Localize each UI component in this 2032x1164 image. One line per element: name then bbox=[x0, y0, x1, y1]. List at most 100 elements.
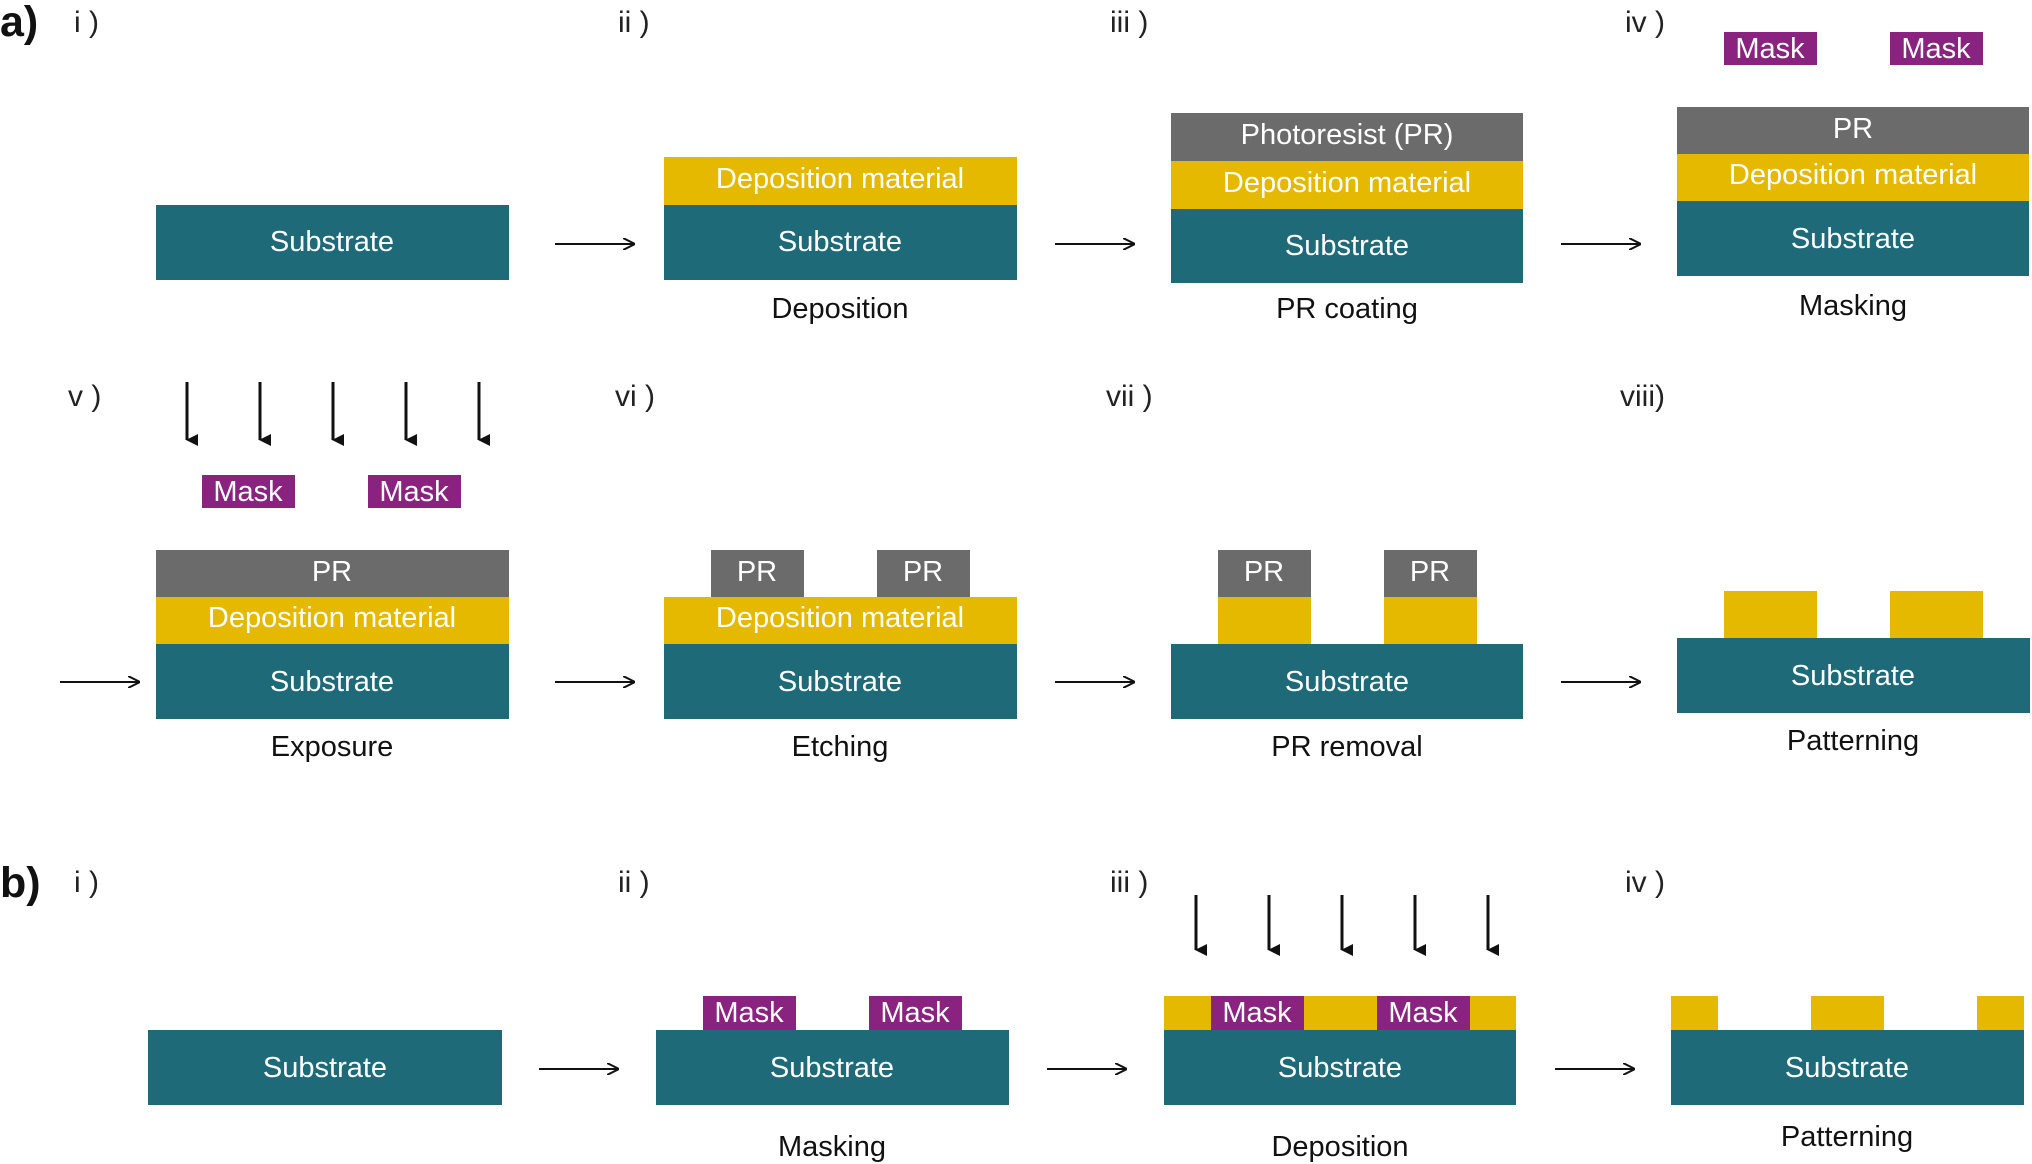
mask-label: Mask bbox=[379, 476, 449, 508]
substrate-layer bbox=[664, 205, 1017, 280]
panel-b-step-4: iv ) Substrate Patterning bbox=[1625, 866, 2024, 1153]
pr-label: PR bbox=[1833, 113, 1873, 145]
substrate-layer bbox=[1677, 638, 2030, 713]
deposition-layer bbox=[1677, 154, 2029, 201]
photoresist-label: Photoresist (PR) bbox=[1241, 119, 1454, 151]
panel-a-step-5: v ) Mask Mask PR Deposition material Sub… bbox=[68, 380, 509, 763]
deposition-block bbox=[1384, 597, 1477, 644]
substrate-label: Substrate bbox=[1285, 230, 1409, 262]
step-caption: Deposition bbox=[1271, 1131, 1408, 1163]
step-caption: Deposition bbox=[771, 293, 908, 325]
substrate-layer bbox=[1671, 1030, 2024, 1105]
deposition-label: Deposition material bbox=[716, 163, 964, 195]
mask-block bbox=[1211, 996, 1304, 1030]
substrate-label: Substrate bbox=[1785, 1052, 1909, 1084]
step-caption: Masking bbox=[1799, 290, 1907, 322]
substrate-label: Substrate bbox=[270, 226, 394, 258]
panel-a-step-6: vi ) PR PR Deposition material Substrate… bbox=[615, 380, 1017, 763]
panel-b-step-1: i ) Substrate bbox=[74, 866, 502, 1105]
substrate-label: Substrate bbox=[1285, 666, 1409, 698]
step-number: iv ) bbox=[1625, 6, 1665, 39]
substrate-layer bbox=[156, 644, 509, 719]
deposition-block bbox=[1811, 996, 1884, 1030]
panel-a-step-4: iv ) Mask Mask PR Deposition material Su… bbox=[1625, 6, 2029, 322]
mask-block bbox=[202, 475, 295, 508]
photoresist-block bbox=[877, 550, 970, 597]
step-caption: Patterning bbox=[1787, 725, 1919, 757]
mask-label: Mask bbox=[1222, 997, 1292, 1029]
substrate-label: Substrate bbox=[1791, 223, 1915, 255]
deposition-layer bbox=[1171, 161, 1523, 209]
mask-block bbox=[703, 996, 796, 1030]
panel-a-step-8: viii) Substrate Patterning bbox=[1620, 380, 2030, 757]
substrate-layer bbox=[156, 205, 509, 280]
mask-block bbox=[1724, 32, 1817, 65]
mask-block bbox=[1377, 996, 1470, 1030]
deposition-label: Deposition material bbox=[1223, 167, 1471, 199]
substrate-label: Substrate bbox=[270, 666, 394, 698]
panel-b-step-3: iii ) Mask Mask Substrate Deposition bbox=[1110, 866, 1516, 1163]
step-number: iii ) bbox=[1110, 6, 1148, 39]
photoresist-layer bbox=[1171, 113, 1523, 161]
step-number: vi ) bbox=[615, 380, 655, 413]
pr-label: PR bbox=[1244, 556, 1284, 588]
panel-b-step-2: ii ) Mask Mask Substrate Masking bbox=[618, 866, 1009, 1163]
deposition-label: Deposition material bbox=[208, 602, 456, 634]
step-number: ii ) bbox=[618, 866, 650, 899]
photoresist-block bbox=[711, 550, 804, 597]
step-caption: Exposure bbox=[271, 731, 394, 763]
deposition-block bbox=[1671, 996, 1718, 1030]
step-number: ii ) bbox=[618, 6, 650, 39]
step-number: i ) bbox=[74, 6, 99, 39]
deposition-layer bbox=[664, 597, 1017, 644]
deposition-layer bbox=[156, 597, 509, 644]
pr-label: PR bbox=[312, 556, 352, 588]
step-number: viii) bbox=[1620, 380, 1665, 413]
mask-label: Mask bbox=[714, 997, 784, 1029]
step-caption: Masking bbox=[778, 1131, 886, 1163]
deposition-block bbox=[1218, 597, 1311, 644]
photoresist-layer bbox=[156, 550, 509, 597]
deposition-block bbox=[1724, 591, 1817, 638]
step-caption: Etching bbox=[792, 731, 889, 763]
mask-label: Mask bbox=[880, 997, 950, 1029]
pr-label: PR bbox=[737, 556, 777, 588]
panel-label-a: a) bbox=[0, 0, 38, 46]
step-number: i ) bbox=[74, 866, 99, 899]
photoresist-layer bbox=[1677, 107, 2029, 154]
substrate-layer bbox=[1164, 1030, 1516, 1105]
panel-a-step-3: iii ) Photoresist (PR) Deposition materi… bbox=[1110, 6, 1523, 325]
step-caption: Patterning bbox=[1781, 1121, 1913, 1153]
substrate-label: Substrate bbox=[778, 226, 902, 258]
substrate-layer bbox=[656, 1030, 1009, 1105]
deposition-label: Deposition material bbox=[1729, 159, 1977, 191]
step-number: iv ) bbox=[1625, 866, 1665, 899]
panel-a-step-2: ii ) Deposition material Substrate Depos… bbox=[618, 6, 1017, 325]
deposition-layer bbox=[664, 157, 1017, 205]
substrate-layer bbox=[1677, 201, 2029, 276]
substrate-layer bbox=[664, 644, 1017, 719]
photoresist-block bbox=[1218, 550, 1311, 597]
deposition-block bbox=[1977, 996, 2024, 1030]
panel-label-b: b) bbox=[0, 859, 41, 907]
deposition-block bbox=[1890, 591, 1983, 638]
substrate-label: Substrate bbox=[1791, 660, 1915, 692]
substrate-label: Substrate bbox=[263, 1052, 387, 1084]
mask-block bbox=[1890, 32, 1983, 65]
substrate-layer bbox=[1171, 644, 1523, 719]
panel-a-step-1: i ) Substrate bbox=[74, 6, 509, 280]
step-caption: PR removal bbox=[1271, 731, 1423, 763]
mask-label: Mask bbox=[1735, 33, 1805, 65]
photoresist-block bbox=[1384, 550, 1477, 597]
step-number: iii ) bbox=[1110, 866, 1148, 899]
pr-label: PR bbox=[903, 556, 943, 588]
mask-block bbox=[368, 475, 461, 508]
panel-a-step-7: vii ) PR PR Substrate PR removal bbox=[1106, 380, 1523, 763]
substrate-label: Substrate bbox=[770, 1052, 894, 1084]
mask-label: Mask bbox=[1388, 997, 1458, 1029]
substrate-layer bbox=[148, 1030, 502, 1105]
mask-label: Mask bbox=[1901, 33, 1971, 65]
step-number: vii ) bbox=[1106, 380, 1153, 413]
substrate-layer bbox=[1171, 209, 1523, 283]
